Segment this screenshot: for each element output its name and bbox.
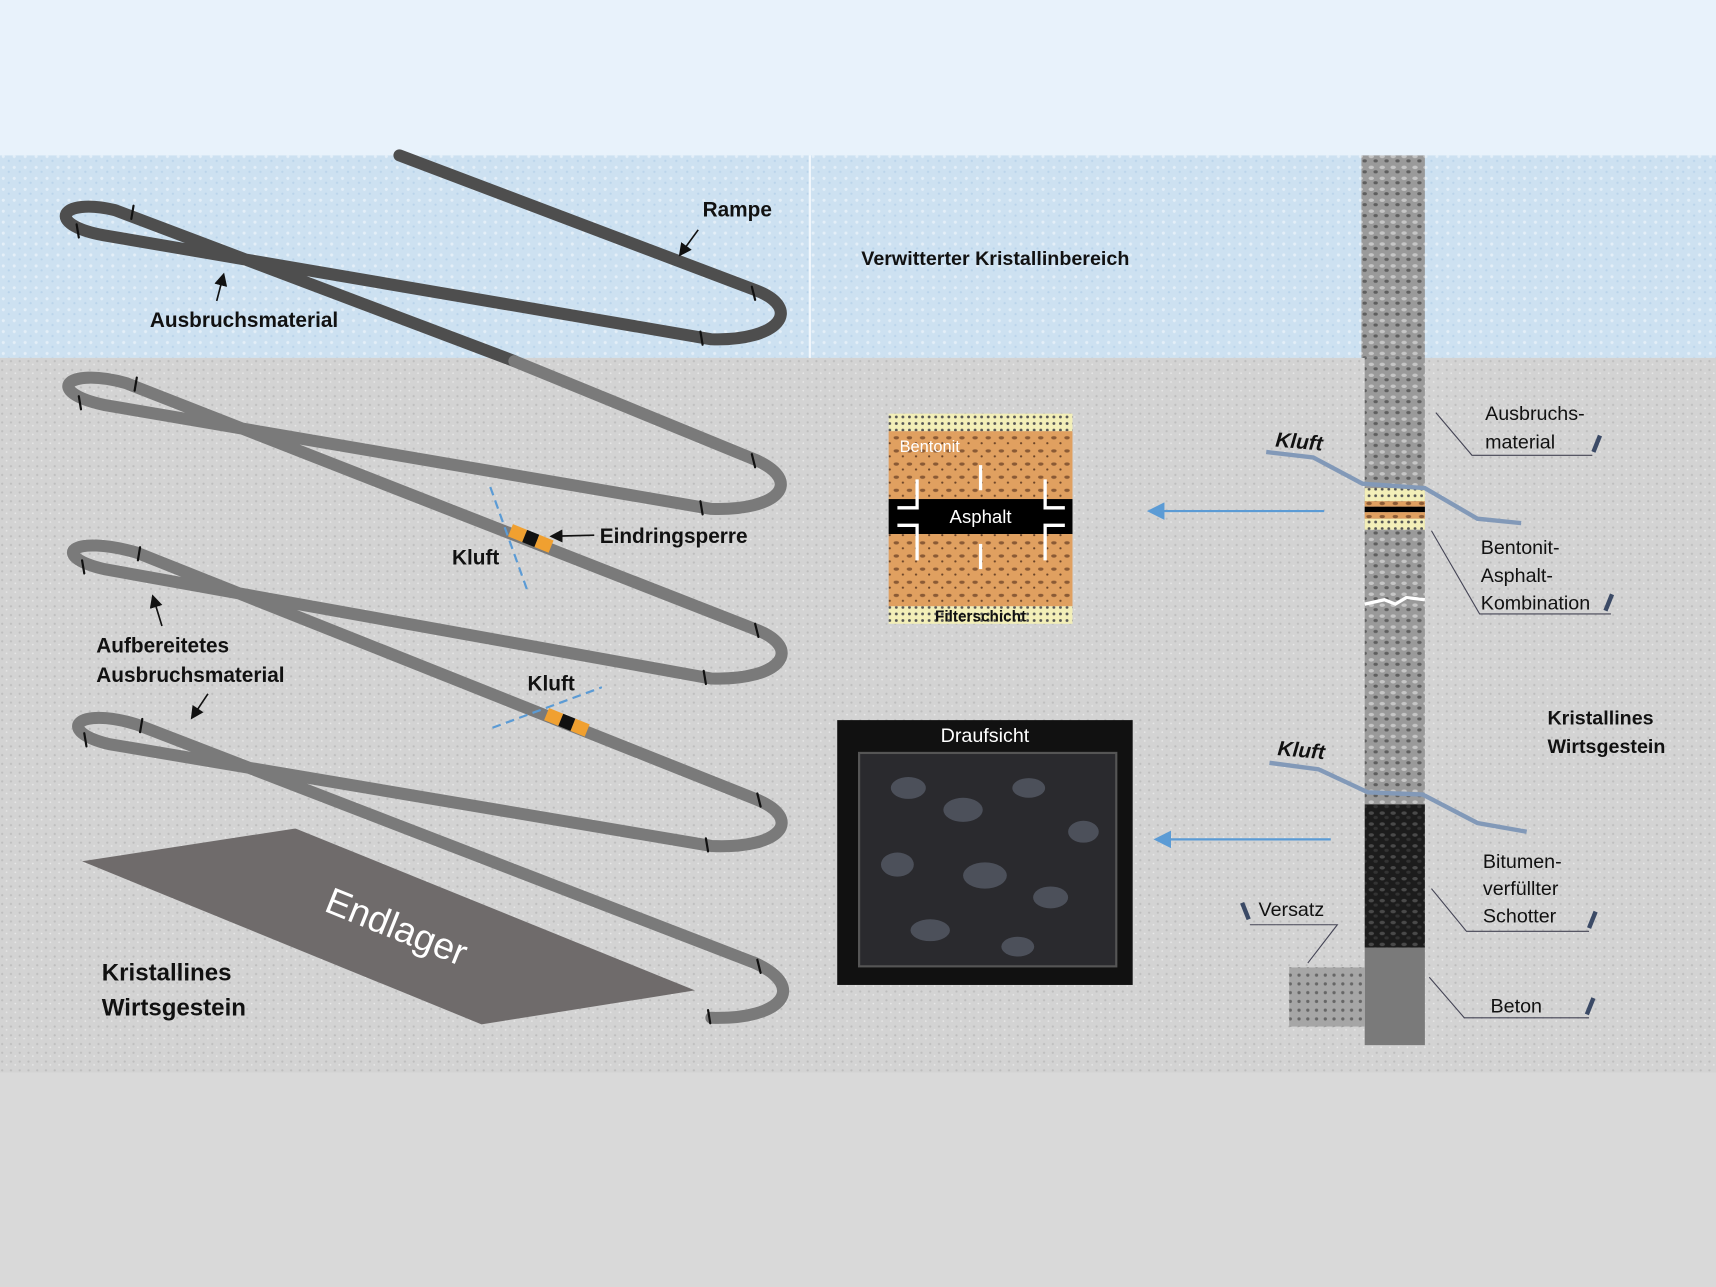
bak-label-1: Bentonit- [1481, 537, 1560, 559]
flow-arrows-icon [897, 465, 1065, 570]
bitumen-label-2: verfüllter [1483, 878, 1559, 900]
bitumen-label-1: Bitumen- [1483, 851, 1562, 873]
ausbruchsmaterial-label: Ausbruchsmaterial [150, 309, 338, 332]
draufsicht-photo: Draufsicht [837, 720, 1133, 985]
kluft-line [1265, 449, 1522, 526]
filterschicht-label: Filterschicht [935, 609, 1026, 626]
versatz-block [1289, 967, 1365, 1027]
eindringsperre-barrier [508, 524, 554, 553]
kristallines-right-2: Wirtsgestein [1547, 736, 1665, 758]
weathered-zone [0, 155, 1716, 358]
kristallines-right-1: Kristallines [1547, 707, 1653, 729]
draufsicht-label: Draufsicht [941, 725, 1030, 747]
beton-label: Beton [1491, 995, 1542, 1017]
verwitterter-label: Verwitterter Kristallinbereich [861, 248, 1129, 270]
kluft-line [1269, 760, 1528, 834]
bottom-band [0, 1072, 1716, 1287]
kluft-dashed-line [489, 486, 529, 592]
kluft-label: Kluft [452, 547, 499, 570]
bentonit-label: Bentonit [900, 438, 961, 456]
bentonit-asphalt-inset: Bentonit Asphalt Filterschicht [888, 413, 1073, 626]
bak-label-3: Kombination [1481, 593, 1590, 615]
kluft-label: Kluft [527, 673, 574, 696]
eindringsperre-barrier [544, 708, 590, 737]
kluft-dashed-line [492, 686, 603, 729]
sky-band [0, 0, 1716, 156]
bitumen-label-3: Schotter [1483, 906, 1557, 928]
aufbereitetes-label-1: Aufbereitetes [96, 634, 229, 657]
section-markers [1240, 434, 1615, 1016]
eindringsperre-label: Eindringsperre [600, 525, 748, 548]
aufbereitetes-label-2: Ausbruchsmaterial [96, 664, 284, 687]
ramp [59, 149, 790, 1025]
versatz-label: Versatz [1259, 899, 1325, 921]
shaft [1289, 155, 1426, 1046]
kristallines-label-2: Wirtsgestein [102, 995, 246, 1022]
asphalt-label: Asphalt [950, 506, 1013, 527]
kluft-label: Kluft [1277, 737, 1327, 764]
ausbruchs-label-2: material [1485, 432, 1555, 454]
bak-label-2: Asphalt- [1481, 565, 1553, 587]
repository-shape [82, 828, 695, 1025]
ausbruchs-label-1: Ausbruchs- [1485, 403, 1585, 425]
rampe-label: Rampe [703, 199, 772, 222]
kristallines-label-1: Kristallines [102, 960, 232, 987]
kluft-label: Kluft [1275, 429, 1325, 456]
leader-lines [1249, 412, 1611, 1019]
